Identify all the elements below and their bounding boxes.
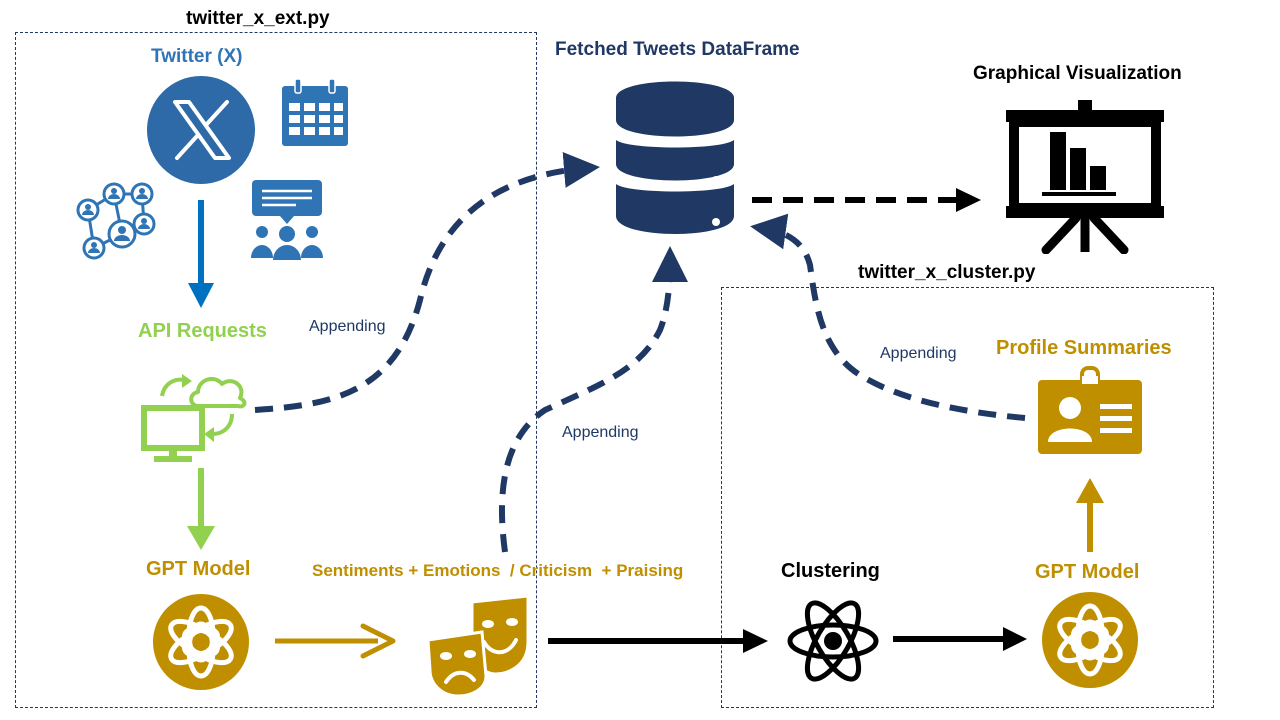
append-curve-sentiments	[499, 246, 688, 553]
presentation-chart-icon	[1006, 100, 1164, 254]
meeting-icon	[251, 180, 323, 260]
dataframe-label: Fetched Tweets DataFrame	[555, 39, 800, 60]
file-label-ext: twitter_x_ext.py	[186, 8, 330, 29]
database-icon	[616, 81, 734, 234]
file-label-cluster: twitter_x_cluster.py	[858, 262, 1036, 283]
arrow-twitter-to-api	[188, 200, 214, 308]
sentiments-label: Sentiments + Emotions / Criticism + Prai…	[312, 561, 684, 580]
append-curve-profiles	[750, 213, 1026, 421]
calendar-icon	[282, 78, 348, 146]
theater-masks-icon	[426, 594, 530, 698]
gpt-model-left-label: GPT Model	[146, 558, 251, 580]
visualization-label: Graphical Visualization	[973, 63, 1182, 84]
arrow-api-to-gpt	[187, 468, 215, 550]
arrow-clustering-to-gpt	[893, 627, 1027, 651]
appending-label-sentiments: Appending	[562, 424, 639, 441]
ext-section-box	[15, 32, 537, 708]
arrow-gpt-to-profiles	[1076, 478, 1104, 552]
cloud-computer-sync-icon	[141, 374, 247, 462]
arrow-gpt-to-sentiments	[275, 623, 396, 659]
profile-summaries-label: Profile Summaries	[996, 337, 1172, 359]
openai-logo-icon	[153, 594, 249, 690]
atom-icon	[787, 600, 879, 682]
arrow-sentiments-to-clustering	[548, 629, 768, 653]
appending-label-api: Appending	[309, 318, 386, 335]
twitter-label: Twitter (X)	[151, 46, 243, 67]
cluster-section-box	[721, 287, 1214, 708]
x-logo-icon	[147, 76, 255, 184]
network-icon	[76, 182, 156, 260]
append-curve-api	[254, 151, 600, 413]
appending-label-profiles: Appending	[880, 345, 957, 362]
gpt-model-right-label: GPT Model	[1035, 561, 1140, 583]
openai-logo-icon	[1042, 592, 1138, 688]
clustering-label: Clustering	[781, 560, 880, 582]
id-badge-icon	[1038, 366, 1142, 454]
arrow-dataframe-to-visualization	[752, 188, 981, 212]
api-requests-label: API Requests	[138, 320, 267, 342]
